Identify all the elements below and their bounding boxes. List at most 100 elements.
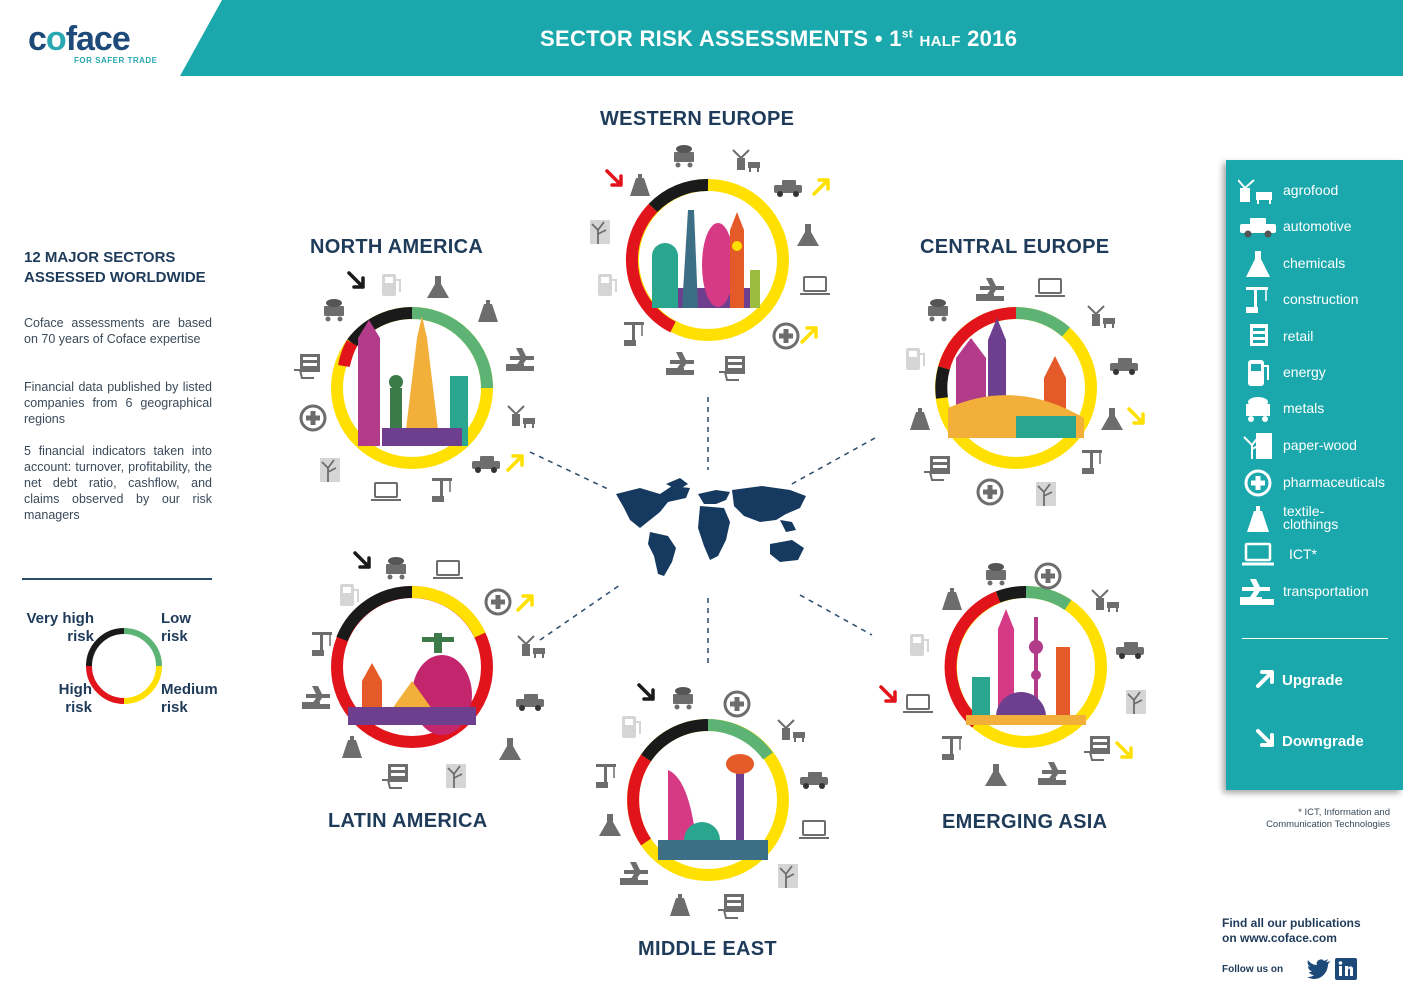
plane-truck-icon — [1240, 579, 1274, 605]
la-agrofood-icon — [517, 635, 546, 659]
na-pharmaceuticals-icon — [299, 404, 327, 432]
legend-sector-label: textile-clothings — [1283, 503, 1339, 532]
ea-construction-icon — [941, 735, 963, 761]
logo-tagline: FOR SAFER TRADE — [74, 56, 158, 65]
ea-automotive-icon — [1116, 642, 1144, 659]
legend-sector-pharmaceuticals: pharmaceuticals — [1238, 468, 1398, 498]
ce-downgrade-arrow-icon — [1127, 407, 1145, 425]
me-paper-wood-icon — [777, 863, 799, 889]
na-energy-icon — [381, 273, 401, 297]
ea-paper-wood-icon — [1125, 689, 1147, 715]
publications-note: Find all our publications on www.coface.… — [1222, 916, 1361, 946]
linkedin-icon[interactable] — [1335, 958, 1357, 980]
middle-east-skyline — [658, 754, 768, 860]
legend-sector-chemicals: chemicals — [1238, 249, 1398, 279]
western-europe-ring — [625, 178, 789, 341]
coface-logo[interactable]: coface FOR SAFER TRADE — [28, 22, 158, 65]
legend-sector-label: ICT* — [1289, 546, 1317, 562]
ce-energy-icon — [905, 347, 925, 371]
western-europe-skyline — [652, 210, 760, 308]
legend-sector-label: retail — [1283, 328, 1314, 344]
we-chemicals-icon — [797, 224, 819, 246]
legend-high: High risk — [58, 681, 92, 716]
region-title-middle-east: MIDDLE EAST — [638, 938, 777, 960]
me-retail-icon — [717, 893, 745, 919]
legend-sector-label: automotive — [1283, 218, 1352, 234]
world-map — [616, 478, 806, 576]
twitter-icon[interactable] — [1306, 958, 1332, 980]
la-transportation-icon — [302, 686, 330, 709]
ce-automotive-icon — [1110, 358, 1138, 375]
upgrade-arrow-icon — [1256, 670, 1274, 688]
tree-icon — [1243, 433, 1272, 459]
coface-website-link[interactable]: www.coface.com — [1240, 931, 1337, 945]
legend-upgrade: Upgrade — [1254, 666, 1403, 696]
intro-heading: 12 MAJOR SECTORS ASSESSED WORLDWIDE — [24, 249, 206, 286]
la-downgrade-arrow-icon — [353, 551, 371, 569]
legend-downgrade: Downgrade — [1254, 727, 1403, 757]
ea-chemicals-icon — [985, 764, 1007, 786]
ce-construction-icon — [1081, 449, 1103, 475]
na-upgrade-arrow-icon — [506, 454, 524, 472]
legend-sector-ict: ICT* — [1238, 540, 1398, 570]
ce-agrofood-icon — [1087, 305, 1116, 329]
north-america-skyline — [358, 316, 468, 446]
latin-america-skyline — [348, 633, 476, 735]
me-metals-icon — [673, 687, 693, 710]
legend-very-high: Very high risk — [26, 610, 94, 645]
me-automotive-icon — [800, 772, 828, 789]
page-title: SECTOR RISK ASSESSMENTS • 1st HALF 2016 — [540, 26, 1017, 52]
region-title-north-america: NORTH AMERICA — [310, 236, 484, 258]
ea-ict-icon — [902, 694, 934, 713]
la-paper-wood-icon — [445, 763, 467, 789]
laptop-icon — [1242, 542, 1274, 566]
central-europe-skyline — [948, 318, 1084, 438]
publications-on: on — [1222, 931, 1237, 945]
la-energy-icon — [339, 583, 359, 607]
ict-footnote: * ICT, Information and Communication Tec… — [1266, 807, 1390, 830]
ea-retail-icon — [1083, 735, 1111, 761]
na-paper-wood-icon — [319, 457, 341, 483]
me-chemicals-icon — [599, 814, 621, 836]
follow-us: Follow us on — [1222, 964, 1284, 975]
shopping-cart-icon — [1250, 324, 1268, 346]
region-title-emerging-asia: EMERGING ASIA — [942, 811, 1108, 833]
legend-sector-transportation: transportation — [1238, 577, 1398, 607]
header-band — [0, 0, 1403, 76]
region-title-western-europe: WESTERN EUROPE — [600, 108, 795, 130]
legend-sector-metals: metals — [1238, 394, 1398, 424]
la-textile-icon — [342, 736, 362, 758]
sector-legend-panel: agrofood automotive chemicals constructi… — [1226, 160, 1403, 790]
legend-sector-label: pharmaceuticals — [1283, 474, 1385, 490]
legend-sector-automotive: automotive — [1238, 212, 1398, 242]
legend-sector-paper-wood: paper-wood — [1238, 431, 1398, 461]
we-upgrade-arrow-icon — [812, 178, 830, 196]
legend-sector-label: metals — [1283, 400, 1325, 416]
legend-sector-retail: retail — [1238, 322, 1398, 352]
we-agrofood-icon — [732, 149, 761, 173]
we-ict-icon — [799, 276, 831, 295]
ea-agrofood-icon — [1091, 589, 1120, 613]
la-pharmaceuticals-icon — [484, 588, 512, 616]
upgrade-label: Upgrade — [1282, 672, 1343, 689]
we-construction-icon — [623, 321, 645, 347]
we-downgrade-arrow-icon — [605, 169, 623, 187]
ce-paper-wood-icon — [1035, 481, 1057, 507]
me-downgrade-arrow-icon — [637, 683, 655, 701]
me-energy-icon — [621, 715, 641, 739]
legend-sector-textile: textile-clothings — [1238, 504, 1398, 540]
emerging-asia-ring — [944, 586, 1107, 748]
logo-wordmark: coface — [28, 20, 131, 58]
publications-line: Find all our publications — [1222, 916, 1361, 930]
na-chemicals-icon — [427, 276, 449, 298]
ce-transportation-icon — [976, 278, 1004, 301]
na-ict-icon — [370, 482, 402, 501]
ce-pharmaceuticals-icon — [976, 478, 1004, 506]
downgrade-arrow-icon — [1256, 729, 1274, 747]
dress-icon — [1247, 506, 1269, 532]
legend-sector-agrofood: agrofood — [1238, 176, 1398, 206]
ea-metals-icon — [986, 563, 1006, 586]
panel-divider — [1242, 638, 1388, 639]
legend-sector-label: transportation — [1283, 583, 1369, 599]
